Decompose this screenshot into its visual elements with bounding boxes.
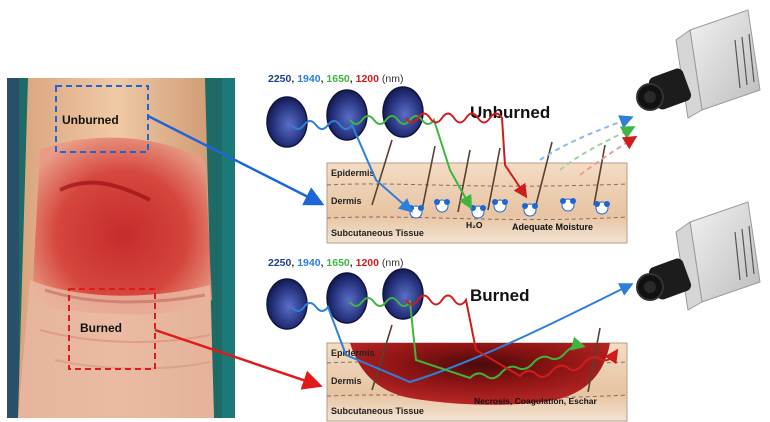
wound-photo bbox=[7, 78, 235, 418]
light-source-icon bbox=[267, 97, 307, 147]
light-source-icon bbox=[327, 273, 367, 323]
light-sources-top bbox=[267, 87, 423, 147]
light-source-icon bbox=[383, 87, 423, 137]
layer-dermis-bottom: Dermis bbox=[331, 376, 362, 386]
injury-label: Necrosis, Coagulation, Eschar bbox=[474, 396, 598, 406]
layer-dermis-top: Dermis bbox=[331, 196, 362, 206]
water-label: H₂O bbox=[466, 220, 483, 230]
unburned-panel-title: Unburned bbox=[470, 103, 550, 122]
burned-roi-label: Burned bbox=[80, 321, 122, 335]
wavelength-legend-top: 2250, 1940, 1650, 1200 (nm) bbox=[268, 73, 403, 85]
light-sources-bottom bbox=[267, 269, 423, 329]
light-source-icon bbox=[327, 90, 367, 140]
burned-panel-title: Burned bbox=[470, 286, 530, 305]
unburned-roi-label: Unburned bbox=[62, 113, 119, 127]
light-source-icon bbox=[267, 279, 307, 329]
layer-subcutaneous-top: Subcutaneous Tissue bbox=[331, 228, 424, 238]
layer-epidermis-top: Epidermis bbox=[331, 168, 375, 178]
camera-icon bbox=[637, 10, 760, 118]
light-source-icon bbox=[383, 269, 423, 319]
layer-epidermis-bottom: Epidermis bbox=[331, 348, 375, 358]
camera-icon bbox=[637, 202, 760, 310]
adequate-moisture-label: Adequate Moisture bbox=[512, 222, 593, 232]
layer-subcutaneous-bottom: Subcutaneous Tissue bbox=[331, 406, 424, 416]
wavelength-legend-bottom: 2250, 1940, 1650, 1200 (nm) bbox=[268, 257, 403, 269]
